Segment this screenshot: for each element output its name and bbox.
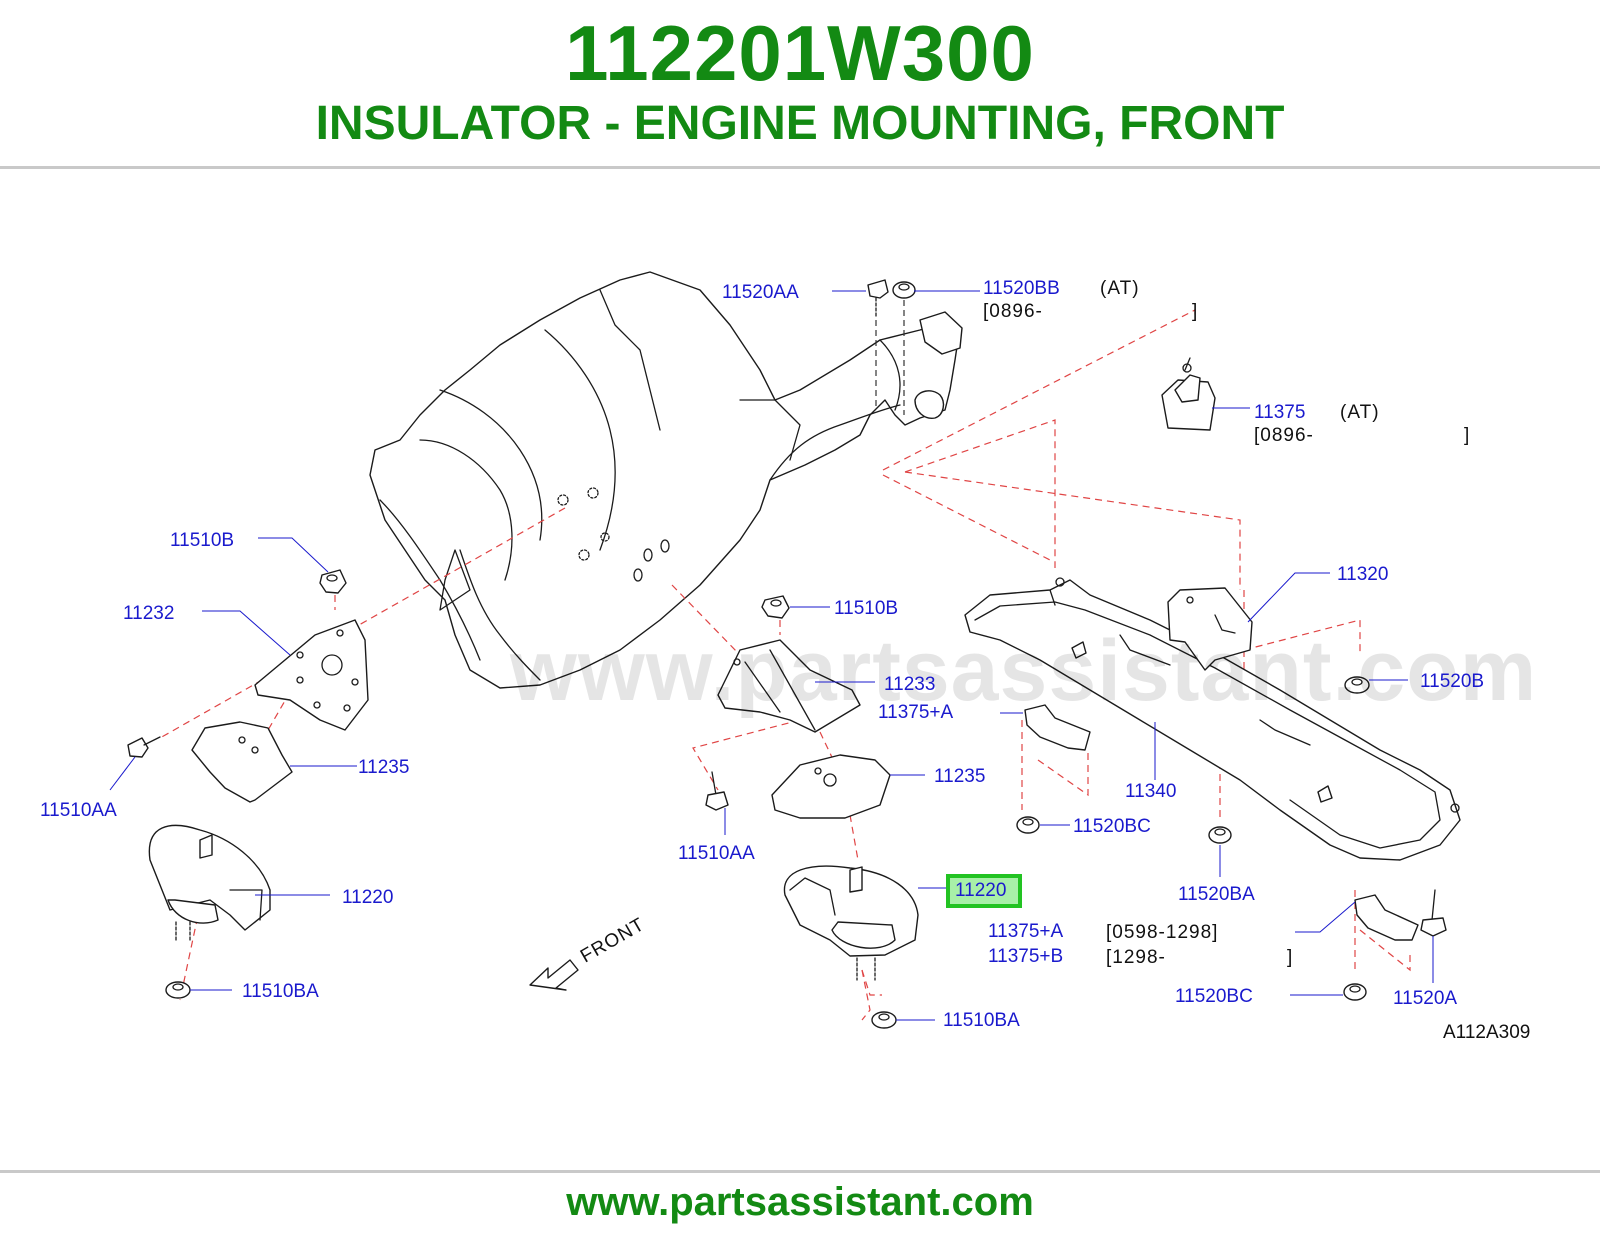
callout-11520b[interactable]: 11520B — [1420, 671, 1484, 692]
bolt-11510aa-mid-drawing — [705, 771, 729, 811]
mount-11320-drawing — [1167, 587, 1253, 671]
callout-11520a[interactable]: 11520A — [1393, 988, 1457, 1009]
callout-11220-left[interactable]: 11220 — [342, 887, 393, 908]
bracket-11375a-mid-drawing — [1024, 704, 1091, 751]
engine-transmission-drawing — [369, 271, 963, 689]
callout-11510aa-mid[interactable]: 11510AA — [678, 843, 755, 864]
callout-11510b-mid[interactable]: 11510B — [834, 598, 898, 619]
nut-11520ba-drawing — [1208, 826, 1232, 844]
bolt-11510aa-left-drawing — [127, 736, 161, 758]
callout-11340[interactable]: 11340 — [1125, 781, 1176, 802]
shield-11235-left-drawing — [191, 721, 293, 803]
callout-11375a-low[interactable]: 11375+A — [988, 921, 1064, 942]
callout-11510aa-left[interactable]: 11510AA — [40, 800, 117, 821]
note-11375-at: (AT) — [1340, 402, 1380, 423]
callout-11375[interactable]: 11375 — [1254, 402, 1305, 423]
callout-11520ba[interactable]: 11520BA — [1178, 884, 1255, 905]
callout-11232[interactable]: 11232 — [123, 603, 174, 624]
note-11520bb-close: ] — [1192, 301, 1198, 322]
note-11375b-close: ] — [1287, 947, 1293, 968]
callout-11510b-left[interactable]: 11510B — [170, 530, 234, 551]
footer-divider — [0, 1170, 1600, 1173]
bolt-11520aa-drawing — [867, 279, 889, 410]
leader-lines — [109, 290, 1434, 1021]
nut-11520bb-drawing — [892, 281, 916, 415]
footer-site-link[interactable]: www.partsassistant.com — [566, 1180, 1034, 1224]
note-11520bb-range: [0896- — [983, 301, 1043, 322]
callout-11510ba-mid[interactable]: 11510BA — [943, 1010, 1020, 1031]
bracket-11232-drawing — [254, 619, 369, 731]
bracket-11375a-low-drawing — [1354, 894, 1419, 941]
bolt-11520a-drawing — [1420, 889, 1447, 937]
nut-11510b-left-drawing — [319, 569, 347, 594]
bracket-11233-drawing — [717, 639, 861, 733]
bracket-11375-at-drawing — [1161, 357, 1216, 431]
part-number-title: 112201W300 — [565, 9, 1035, 97]
note-11375a-range: [0598-1298] — [1106, 922, 1218, 943]
insulator-11220-main-drawing — [783, 865, 919, 981]
watermark-text: www.partsassistant.com — [509, 623, 1537, 719]
crossmember-11340-drawing — [964, 577, 1461, 861]
shield-11235-mid-drawing — [771, 754, 891, 819]
note-11375b-range: [1298- — [1106, 947, 1166, 968]
parts-diagram: FRONT www.partsassistant.com 11520AA 115… — [0, 250, 1600, 1080]
nut-11520bc-low-drawing — [1343, 983, 1367, 1001]
callout-11235-left[interactable]: 11235 — [358, 757, 409, 778]
callout-11375a-mid[interactable]: 11375+A — [878, 702, 954, 723]
diagram-code: A112A309 — [1443, 1022, 1530, 1043]
callout-11520bc-mid[interactable]: 11520BC — [1073, 816, 1151, 837]
note-11375-close: ] — [1464, 425, 1470, 446]
nut-11520bc-mid-drawing — [1016, 816, 1040, 834]
callout-11233[interactable]: 11233 — [884, 674, 935, 695]
callout-11375b-low[interactable]: 11375+B — [988, 946, 1063, 967]
note-11520bb-at: (AT) — [1100, 278, 1140, 299]
insulator-11220-left-drawing — [148, 824, 271, 941]
callout-11320[interactable]: 11320 — [1337, 564, 1388, 585]
nut-11510b-mid-drawing — [761, 595, 790, 619]
callout-11520bc-low[interactable]: 11520BC — [1175, 986, 1253, 1007]
header-divider — [0, 166, 1600, 169]
callout-11510ba-left[interactable]: 11510BA — [242, 981, 319, 1002]
callout-11220-highlight[interactable]: 11220 — [955, 880, 1006, 901]
callout-11235-mid[interactable]: 11235 — [934, 766, 985, 787]
callout-11520aa[interactable]: 11520AA — [722, 282, 799, 303]
nut-11510ba-mid-drawing — [871, 1011, 897, 1029]
callout-11520bb[interactable]: 11520BB — [983, 278, 1060, 299]
highlight-box-11220 — [946, 874, 1022, 908]
nut-11510ba-left-drawing — [165, 981, 191, 999]
nut-11520b-drawing — [1344, 676, 1370, 694]
note-11375-range: [0896- — [1254, 425, 1314, 446]
part-name-subtitle: INSULATOR - ENGINE MOUNTING, FRONT — [315, 97, 1285, 150]
